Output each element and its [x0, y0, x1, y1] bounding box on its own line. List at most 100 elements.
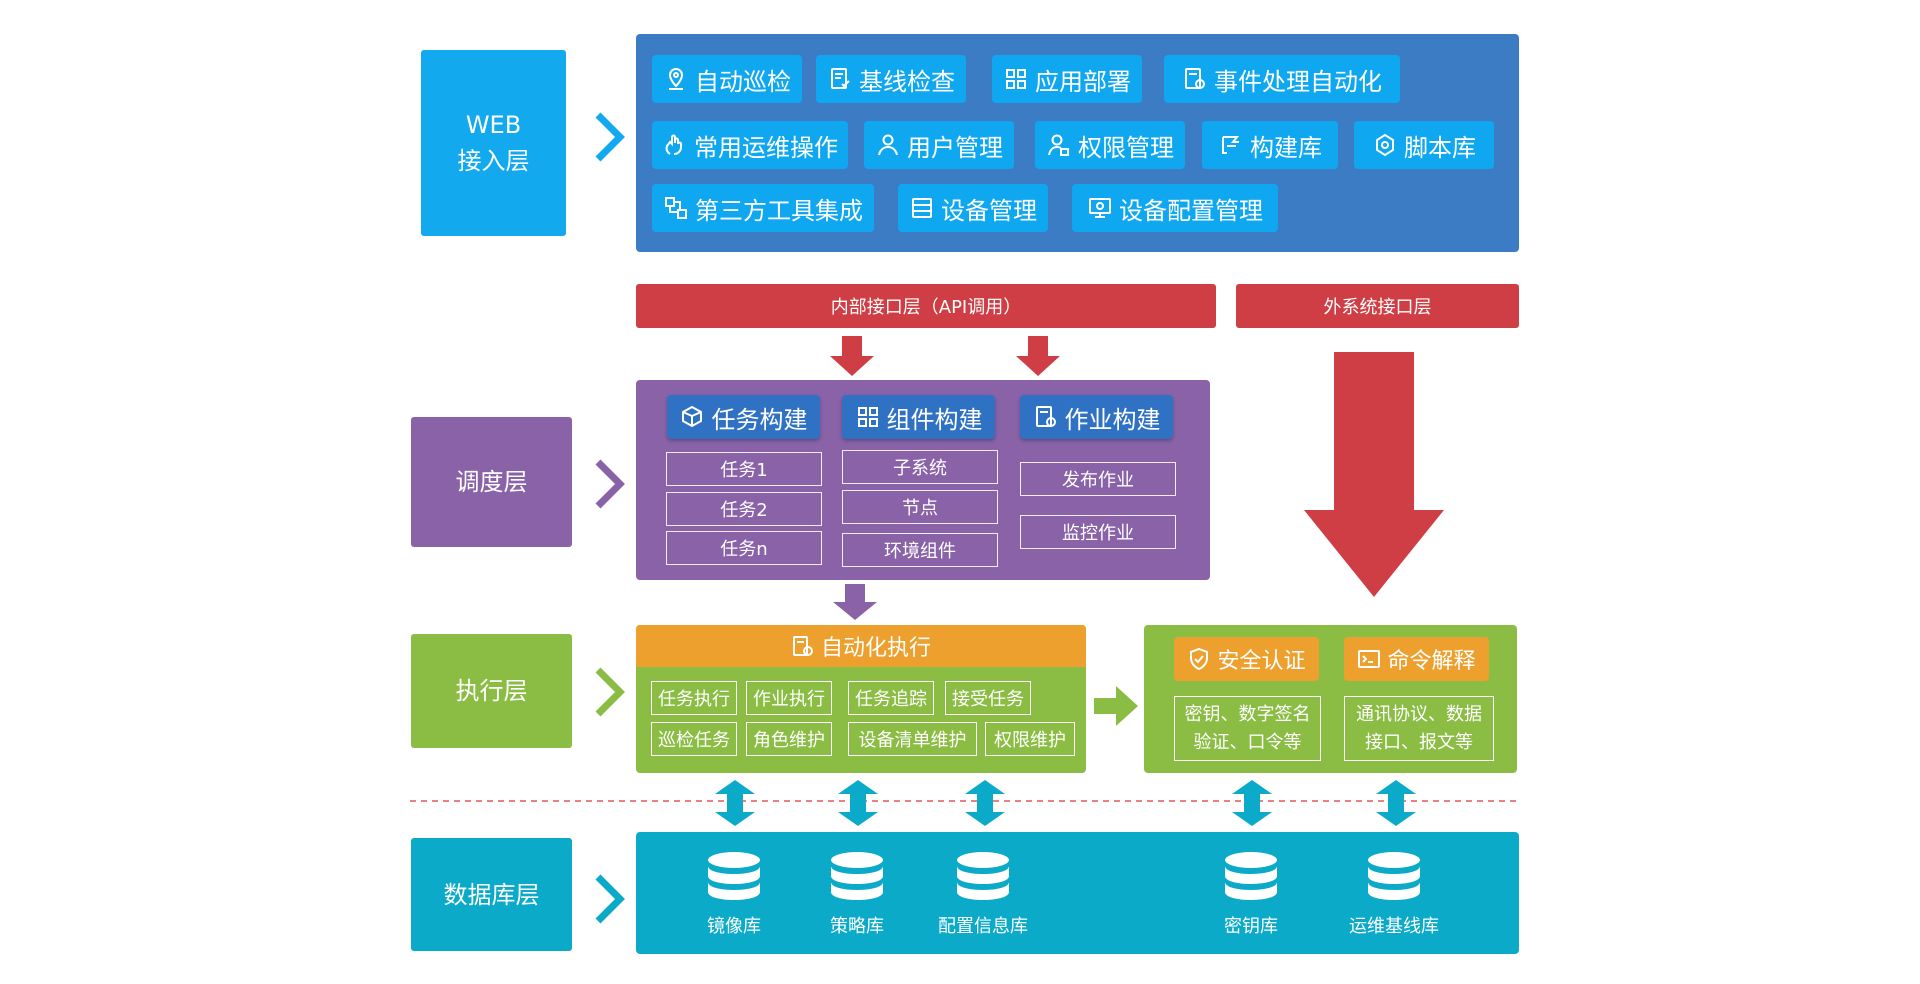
web-button-third-party[interactable]: 第三方工具集成	[652, 184, 874, 232]
cube-build-icon	[681, 405, 702, 428]
job-build-header: 作业构建	[1020, 395, 1173, 439]
web-button-baseline-check[interactable]: 基线检查	[816, 55, 966, 103]
auto-exec-header: 自动化执行	[636, 625, 1086, 667]
web-button-script-lib[interactable]: 脚本库	[1354, 121, 1494, 169]
exec-task-item: 接受任务	[945, 681, 1031, 715]
web-button-label: 构建库	[1250, 133, 1322, 162]
layer-label-web: WEB 接入层	[421, 50, 566, 236]
arrow-bidirectional-icon	[1376, 780, 1416, 826]
exec-task-item: 权限维护	[985, 722, 1075, 756]
job-item: 发布作业	[1020, 462, 1176, 496]
web-button-auto-inspect[interactable]: 自动巡检	[652, 55, 802, 103]
monitor-config-icon	[1089, 198, 1111, 218]
component-build-header: 组件构建	[842, 395, 995, 439]
database-icon	[831, 852, 883, 900]
exec-task-item: 角色维护	[746, 722, 832, 756]
database-label: 运维基线库	[1349, 916, 1439, 937]
layer-divider	[410, 800, 1520, 802]
arrow-down-large-icon	[1304, 352, 1444, 597]
database-icon	[1368, 852, 1420, 900]
web-button-label: 应用部署	[1035, 67, 1131, 96]
database-item: 密钥库	[1176, 850, 1326, 938]
command-parse-desc: 通讯协议、数据 接口、报文等	[1344, 696, 1494, 761]
exec-task-item: 巡检任务	[651, 722, 737, 756]
database-panel: 镜像库 策略库 配置信息库 密钥库 运维基线库	[636, 832, 1519, 954]
task-item: 任务1	[666, 452, 822, 486]
event-settings-icon	[1185, 68, 1205, 89]
auto-execute-icon	[792, 636, 813, 656]
device-list-icon	[912, 198, 932, 218]
security-panel: 安全认证 命令解释 密钥、数字签名 验证、口令等 通讯协议、数据 接口、报文等	[1144, 625, 1517, 773]
build-tool-icon	[1222, 136, 1240, 154]
web-button-event-auto[interactable]: 事件处理自动化	[1164, 55, 1400, 103]
exec-title: 自动化执行	[820, 636, 931, 661]
component-item: 环境组件	[842, 533, 998, 567]
hexagon-script-icon	[1376, 133, 1394, 157]
web-button-label: 常用运维操作	[694, 133, 838, 162]
column-title: 任务构建	[711, 405, 808, 434]
web-button-user-mgmt[interactable]: 用户管理	[864, 121, 1014, 169]
web-button-common-ops[interactable]: 常用运维操作	[652, 121, 848, 169]
layer-label-exec: 执行层	[411, 634, 572, 748]
document-check-icon	[831, 68, 850, 89]
user-icon	[878, 134, 898, 156]
database-item: 配置信息库	[908, 850, 1058, 938]
command-parse-header: 命令解释	[1344, 637, 1489, 681]
dispatch-panel: 任务构建 组件构建 作业构建 任务1 任务2 任务n 子系统 节点 环境组件 发…	[636, 380, 1210, 580]
database-icon	[1225, 852, 1277, 900]
database-item: 运维基线库	[1319, 850, 1469, 938]
web-button-label: 设备配置管理	[1119, 196, 1263, 225]
user-permission-icon	[1048, 134, 1069, 156]
web-button-app-deploy[interactable]: 应用部署	[992, 55, 1142, 103]
shield-check-icon	[1190, 647, 1209, 671]
component-item: 子系统	[842, 450, 998, 484]
chevron-right-icon	[595, 112, 625, 162]
arrow-right-icon	[1094, 686, 1138, 726]
component-item: 节点	[842, 490, 998, 524]
database-item: 镜像库	[659, 850, 809, 938]
job-settings-icon	[1035, 406, 1056, 427]
chevron-right-icon	[595, 667, 625, 717]
exec-task-item: 任务执行	[651, 681, 737, 715]
web-button-label: 脚本库	[1404, 133, 1476, 162]
web-button-label: 事件处理自动化	[1214, 67, 1382, 96]
web-button-build-lib[interactable]: 构建库	[1202, 121, 1338, 169]
web-button-label: 用户管理	[907, 133, 1003, 162]
web-button-label: 自动巡检	[695, 67, 791, 96]
security-title: 命令解释	[1387, 649, 1476, 674]
chevron-right-icon	[595, 459, 625, 509]
web-button-device-config[interactable]: 设备配置管理	[1072, 184, 1278, 232]
exec-task-item: 作业执行	[746, 681, 832, 715]
terminal-icon	[1358, 650, 1381, 668]
database-icon	[708, 852, 760, 900]
internal-interface-bar: 内部接口层（API调用）	[636, 284, 1216, 328]
layer-label-db: 数据库层	[411, 838, 572, 951]
arrow-bidirectional-icon	[1232, 780, 1272, 826]
database-icon	[957, 852, 1009, 900]
arrow-bidirectional-icon	[715, 780, 755, 826]
database-label: 配置信息库	[938, 916, 1028, 937]
database-item: 策略库	[782, 850, 932, 938]
task-item: 任务2	[666, 492, 822, 526]
layer-label-dispatch: 调度层	[411, 417, 572, 547]
web-button-label: 第三方工具集成	[695, 196, 863, 225]
exec-panel: 自动化执行 任务执行 作业执行 任务追踪 接受任务 巡检任务 角色维护 设备清单…	[636, 625, 1086, 773]
arrow-bidirectional-icon	[838, 780, 878, 826]
web-button-label: 基线检查	[859, 67, 955, 96]
location-pin-icon	[668, 67, 684, 90]
web-access-panel: 自动巡检 基线检查 应用部署 事件处理自动化 常用运维操作 用户管理 权限管理 …	[636, 34, 1519, 252]
database-label: 密钥库	[1224, 916, 1278, 937]
arrow-down-icon	[833, 584, 877, 620]
web-button-label: 设备管理	[941, 196, 1037, 225]
exec-task-item: 设备清单维护	[848, 722, 977, 756]
database-label: 镜像库	[707, 916, 761, 937]
web-button-device-mgmt[interactable]: 设备管理	[898, 184, 1048, 232]
security-auth-header: 安全认证	[1174, 637, 1319, 681]
security-title: 安全认证	[1217, 649, 1306, 674]
job-item: 监控作业	[1020, 515, 1176, 549]
database-label: 策略库	[830, 916, 884, 937]
task-build-header: 任务构建	[667, 395, 820, 439]
web-button-permission-mgmt[interactable]: 权限管理	[1035, 121, 1185, 169]
arrow-bidirectional-icon	[965, 780, 1005, 826]
external-interface-bar: 外系统接口层	[1236, 284, 1519, 328]
